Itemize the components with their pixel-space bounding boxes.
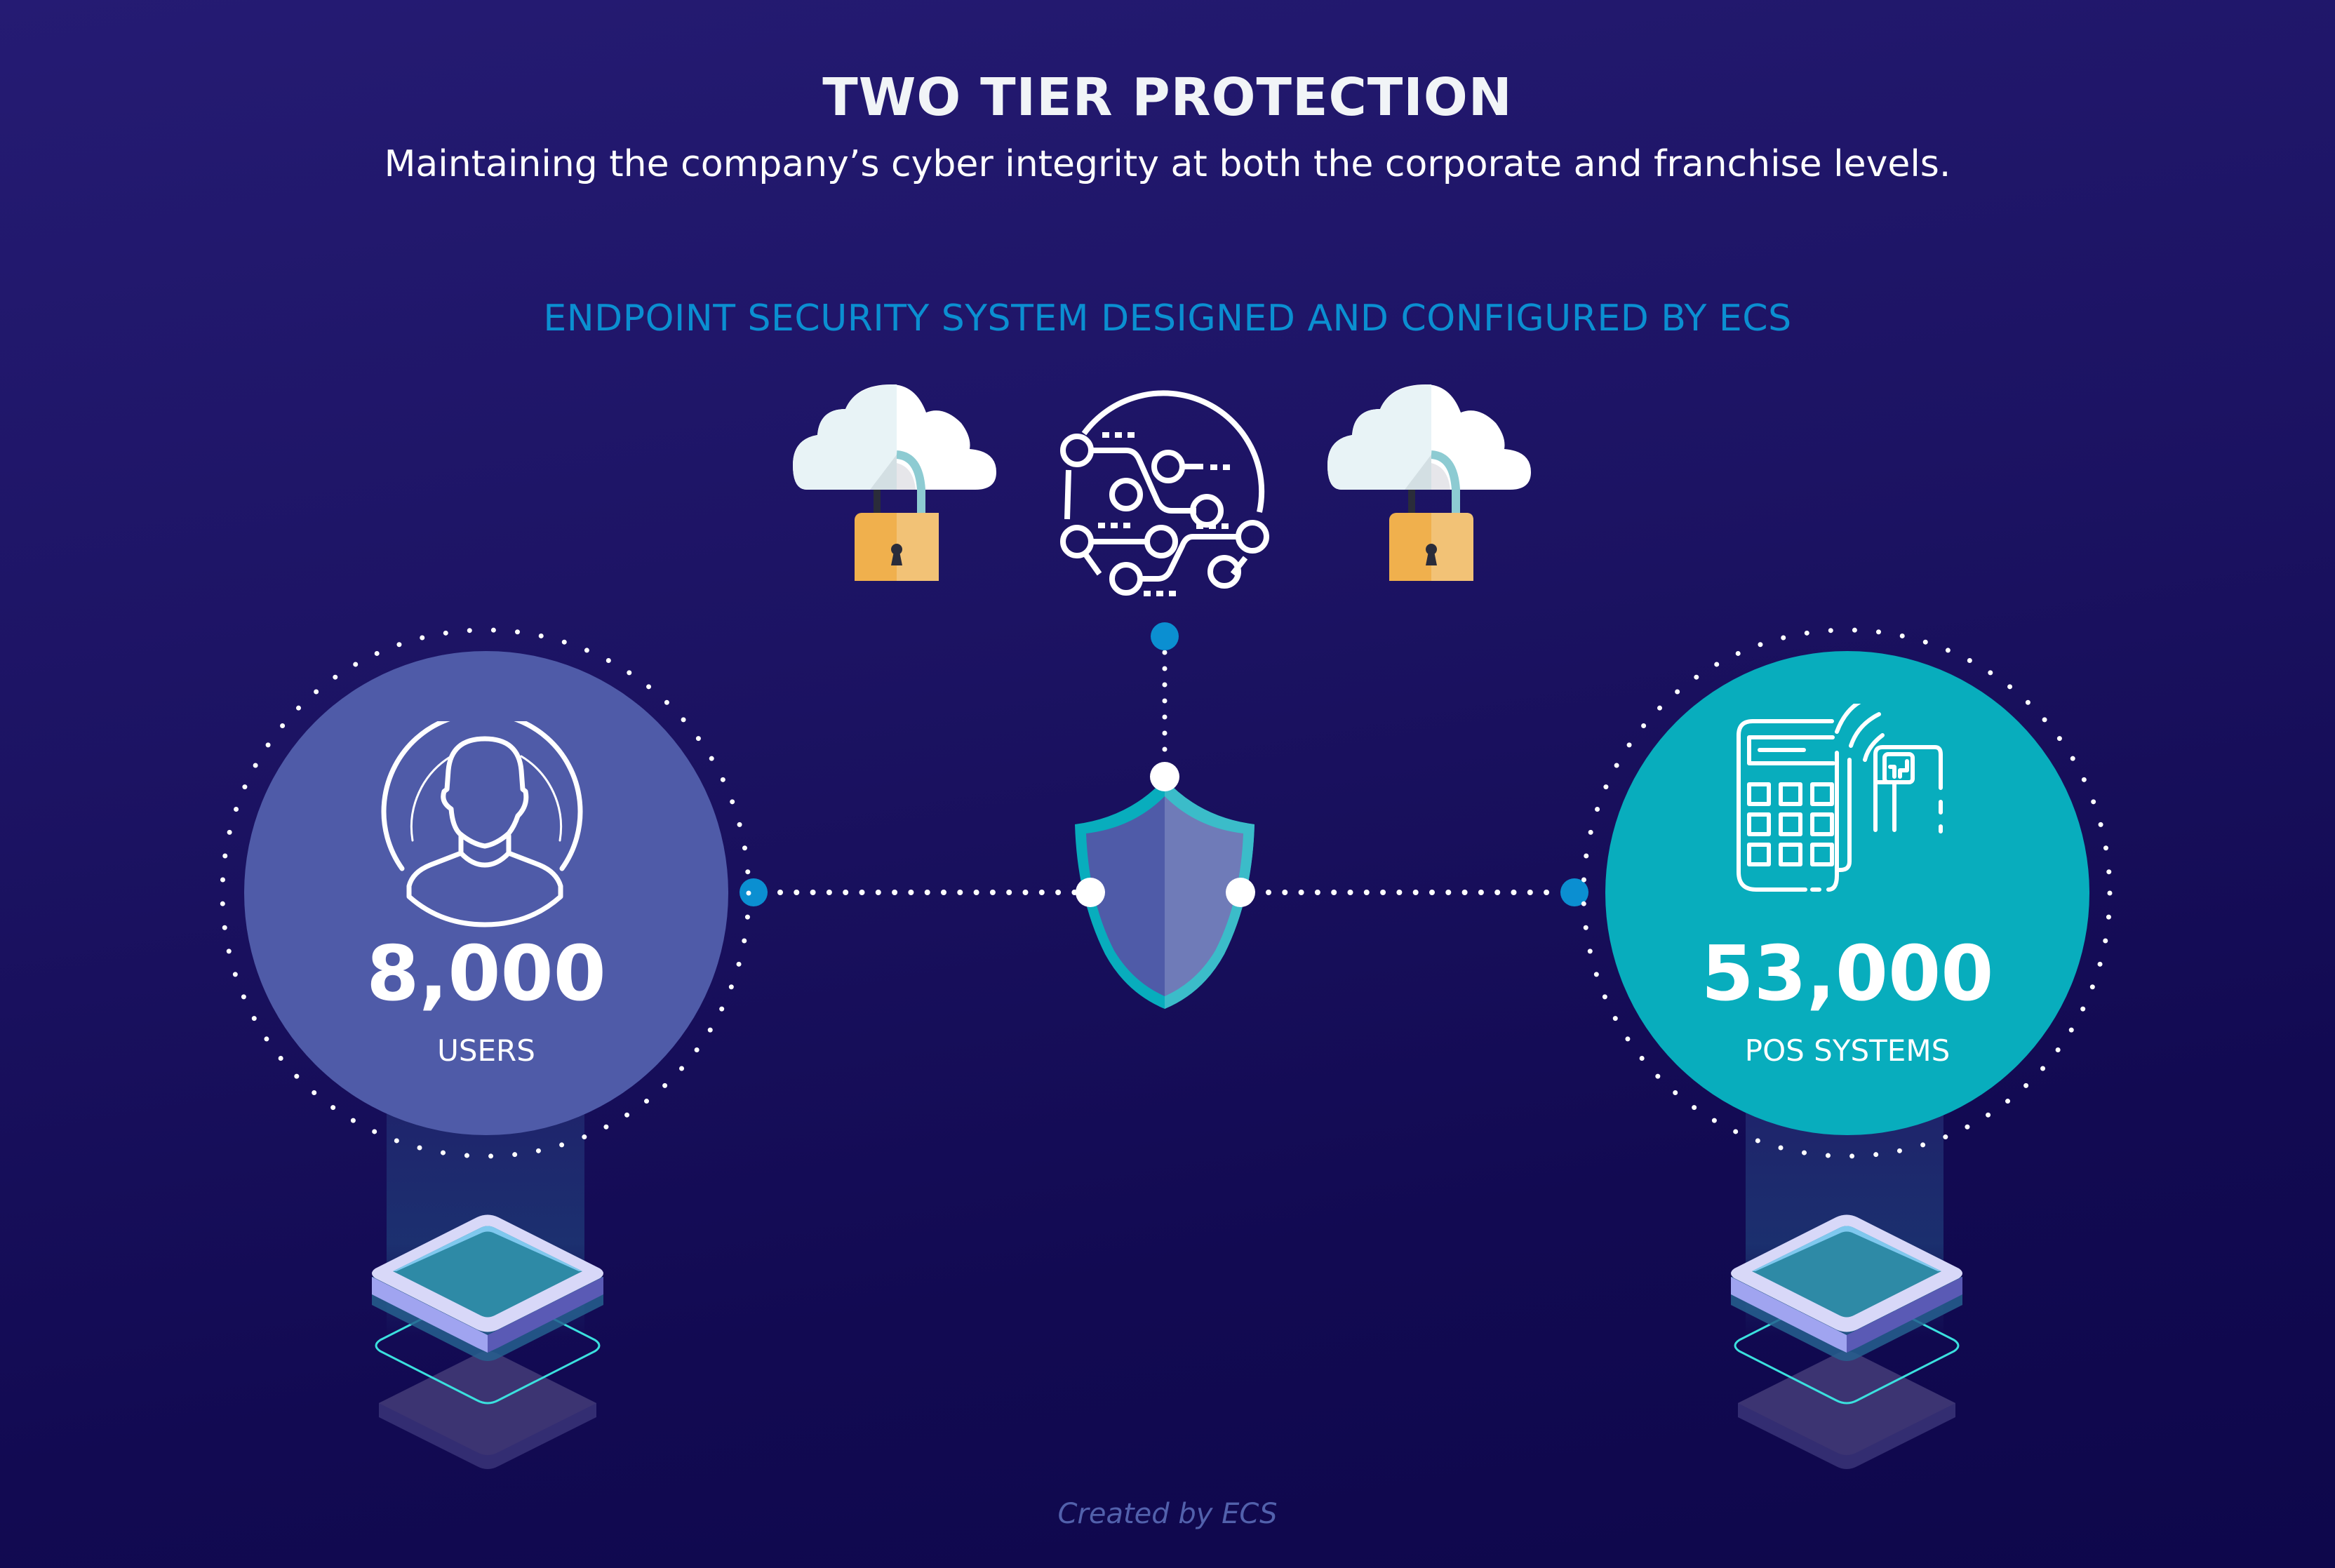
- pos-count: 53,000: [1701, 930, 1994, 1018]
- pos-label: POS SYSTEMS: [1744, 1033, 1951, 1068]
- section-heading: ENDPOINT SECURITY SYSTEM DESIGNED AND CO…: [543, 297, 1792, 340]
- platform-icon: [372, 1214, 603, 1469]
- cloud-shape: [1327, 384, 1531, 490]
- connector-node: [1151, 622, 1179, 650]
- dotted-ring-right: [1581, 627, 2113, 1159]
- cloud-lock-icon: [793, 384, 996, 581]
- cloud-lock-icon: [1327, 384, 1531, 581]
- users-count: 8,000: [366, 930, 606, 1018]
- user-icon: [381, 721, 583, 927]
- shield-node-top: [1150, 762, 1179, 791]
- shield-node-left: [1076, 878, 1105, 907]
- shield-icon: [1075, 762, 1255, 1009]
- pos-terminal-icon: [1737, 704, 1943, 892]
- dotted-ring-left: [220, 627, 751, 1159]
- users-label: USERS: [437, 1033, 535, 1068]
- cloud-shape: [793, 384, 996, 490]
- page-subtitle: Maintaining the company’s cyber integrit…: [384, 143, 1951, 185]
- platform-icon: [1731, 1214, 1962, 1469]
- shield-node-right: [1226, 878, 1255, 907]
- pos-stat-circle: 53,000 POS SYSTEMS: [1605, 651, 2089, 1135]
- connector-node: [740, 878, 768, 906]
- users-stat-circle: 8,000 USERS: [244, 651, 728, 1135]
- footer-credit: Created by ECS: [1057, 1498, 1278, 1530]
- connector-node: [1560, 878, 1588, 906]
- page-title: TWO TIER PROTECTION: [822, 67, 1513, 128]
- circuit-icon: [1060, 390, 1269, 596]
